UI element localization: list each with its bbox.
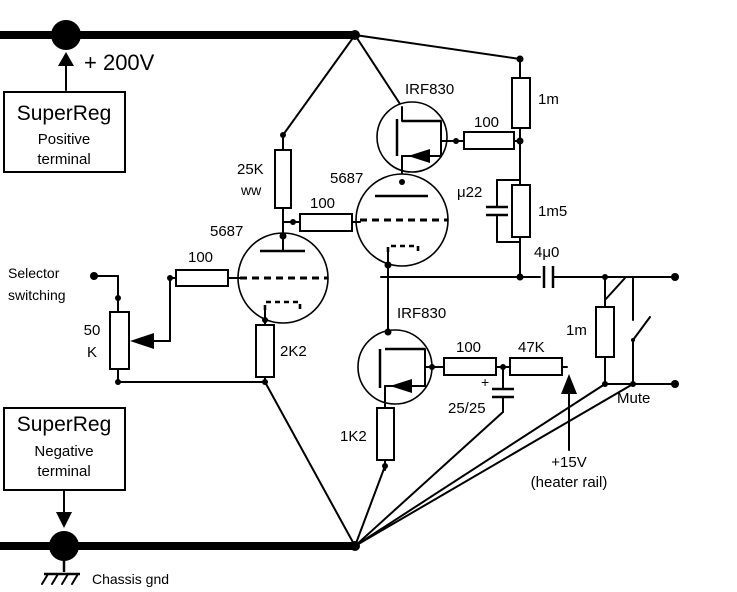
label-chassis-gnd: Chassis gnd (92, 571, 169, 587)
label-r-gate-top: 100 (474, 114, 499, 131)
output-terminal-top (671, 273, 679, 281)
label-r-gate-bottom: 100 (456, 339, 481, 356)
label-r-47k: 47K (518, 339, 545, 356)
mosfet-bottom-symbol (357, 328, 445, 409)
label-selector-line2: switching (8, 287, 66, 303)
label-r-grid-upper: 100 (310, 195, 335, 212)
resistor-47k (509, 357, 568, 376)
label-superreg-pos-title: SuperReg (17, 102, 112, 125)
mosfet-top-symbol (376, 101, 465, 183)
output-line (380, 264, 541, 333)
label-r-2k2: 2K2 (280, 343, 307, 360)
ground-bus (0, 531, 360, 561)
label-r-1k2: 1K2 (340, 428, 367, 445)
label-pot-value-line1: 50 (84, 322, 101, 339)
label-heater-line2: (heater rail) (531, 474, 608, 491)
superreg-negative-arrow (56, 489, 72, 528)
label-tube-left: 5687 (210, 223, 243, 240)
label-superreg-pos-line1: Positive (38, 131, 91, 148)
resistor-1m-top (511, 58, 531, 186)
label-heater-line1: +15V (551, 454, 586, 471)
label-r-drain-line1: 25K (237, 161, 264, 178)
label-r-1m-output: 1m (566, 322, 587, 339)
label-cap-output: 4μ0 (534, 244, 559, 261)
label-mute: Mute (617, 390, 650, 407)
resistor-1m5 (511, 184, 531, 278)
label-r-grid-left: 100 (188, 249, 213, 266)
resistor-1k2 (376, 407, 395, 471)
resistor-grid-left (135, 269, 241, 342)
label-superreg-neg-title: SuperReg (17, 413, 112, 436)
label-superreg-neg-line2: terminal (37, 463, 90, 480)
resistor-gate-bottom (443, 357, 511, 376)
label-mosfet-bottom: IRF830 (397, 305, 446, 322)
label-r-1m5: 1m5 (538, 203, 567, 220)
label-superreg-pos-line2: terminal (37, 151, 90, 168)
label-selector-line1: Selector (8, 265, 60, 281)
capacitor-u22 (486, 179, 521, 243)
tube-upper-symbol (355, 173, 449, 269)
label-cap-25: 25/25 (448, 400, 486, 417)
label-tube-upper: 5687 (330, 170, 363, 187)
resistor-2k2 (255, 324, 275, 385)
capacitor-output (542, 266, 679, 288)
resistor-1m-output (595, 276, 615, 387)
superreg-positive-arrow (58, 52, 74, 91)
label-cap-25-plus: + (481, 374, 489, 390)
label-supply-voltage: + 200V (84, 50, 155, 75)
heater-rail-arrow (561, 374, 577, 451)
capacitor-25-25 (492, 366, 514, 413)
positive-supply-bus (0, 20, 360, 50)
resistor-25k (274, 134, 292, 237)
label-pot-value-line2: K (87, 344, 97, 361)
resistor-gate-top (463, 131, 521, 150)
label-cap-u22: μ22 (457, 184, 482, 201)
label-mosfet-top: IRF830 (405, 81, 454, 98)
resistor-grid-upper (282, 213, 361, 232)
label-r-1m-top: 1m (538, 91, 559, 108)
star-ground-wires (264, 381, 634, 547)
chassis-ground-symbol (41, 560, 80, 585)
label-superreg-neg-line1: Negative (34, 443, 93, 460)
superreg-negative-box (3, 407, 126, 491)
tube-left-symbol (237, 232, 329, 326)
label-r-drain-line2: ww (240, 182, 262, 198)
volume-potentiometer (90, 272, 266, 385)
mute-switch (604, 276, 679, 388)
superreg-positive-box (3, 91, 126, 173)
